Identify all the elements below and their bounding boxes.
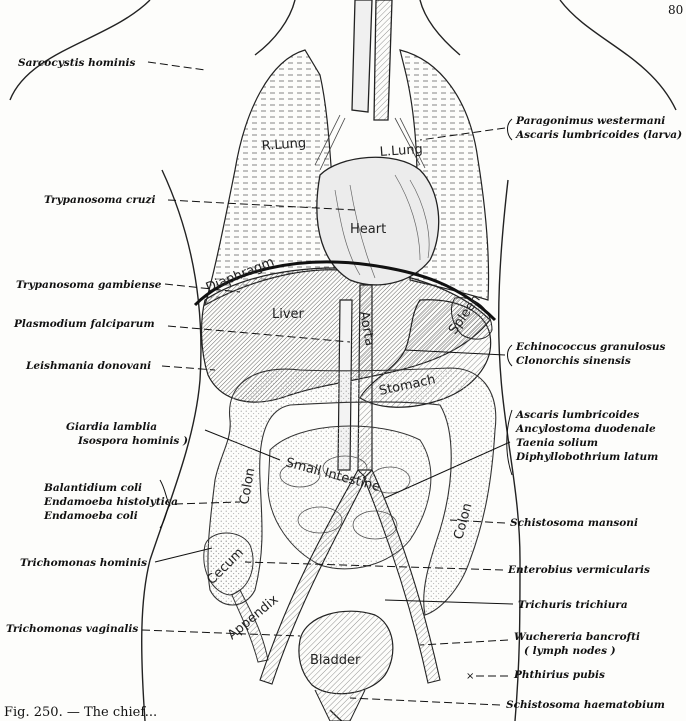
label-schistosoma-mansoni: Schistosoma mansoni: [510, 517, 638, 529]
label-enterobius-vermicularis: Enterobius vermicularis: [507, 564, 650, 576]
label-trichomonas-vaginalis: Trichomonas vaginalis: [6, 623, 138, 635]
label-balantidium-coli: Balantidium coli: [43, 482, 142, 494]
page-number: 80: [668, 3, 683, 17]
organ-label-bladder: Bladder: [310, 653, 361, 668]
organ-label-l-lung: L.Lung: [379, 142, 423, 160]
label-isospora-hominis: Isospora hominis ): [77, 435, 188, 447]
svg-text:×: ×: [466, 671, 474, 682]
label-ascaris-lumbricoides: Ascaris lumbricoides: [515, 409, 639, 421]
organ-label-heart: Heart: [350, 222, 386, 237]
label-trypanosoma-gambiense: Trypanosoma gambiense: [16, 279, 162, 291]
label-taenia-solium: Taenia solium: [516, 437, 598, 449]
organ-label-liver: Liver: [272, 307, 305, 322]
label-endamoeba-coli: Endamoeba coli: [43, 510, 138, 522]
label-phthirius-pubis: Phthirius pubis: [513, 669, 605, 681]
label-endamoeba-histolytica: Endamoeba histolytica: [43, 496, 178, 508]
label-trichomonas-hominis: Trichomonas hominis: [20, 557, 147, 569]
label-trichuris-trichiura: Trichuris trichiura: [518, 599, 628, 611]
label-giardia-lamblia: Giardia lamblia: [66, 421, 157, 433]
figure-caption: Fig. 250. — The chief...: [4, 705, 157, 720]
trachea: [352, 0, 392, 120]
label-plasmodium-falciparum: Plasmodium falciparum: [13, 318, 155, 330]
organ-label-r-lung: R.Lung: [261, 136, 306, 154]
label-leishmania-donovani: Leishmania donovani: [25, 360, 151, 372]
label-wuchereria-bancrofti: Wuchereria bancrofti: [514, 631, 640, 643]
label-ascaris-lumbricoides-larva: Ascaris lumbricoides (larva): [515, 129, 682, 141]
label-wuchereria-lymph-nodes: ( lymph nodes ): [524, 645, 616, 657]
label-trypanosoma-cruzi: Trypanosoma cruzi: [44, 194, 155, 206]
label-diphyllobothrium-latum: Diphyllobothrium latum: [515, 451, 658, 463]
label-ancylostoma-duodenale: Ancylostoma duodenale: [515, 423, 656, 435]
label-echinococcus-granulosus: Echinococcus granulosus: [515, 341, 666, 353]
label-clonorchis-sinensis: Clonorchis sinensis: [516, 355, 631, 367]
label-sarcocystis-hominis: Sarcocystis hominis: [18, 57, 135, 69]
label-paragonimus-westermani: Paragonimus westermani: [515, 115, 665, 127]
label-schistosoma-haematobium: Schistosoma haematobium: [506, 699, 665, 711]
